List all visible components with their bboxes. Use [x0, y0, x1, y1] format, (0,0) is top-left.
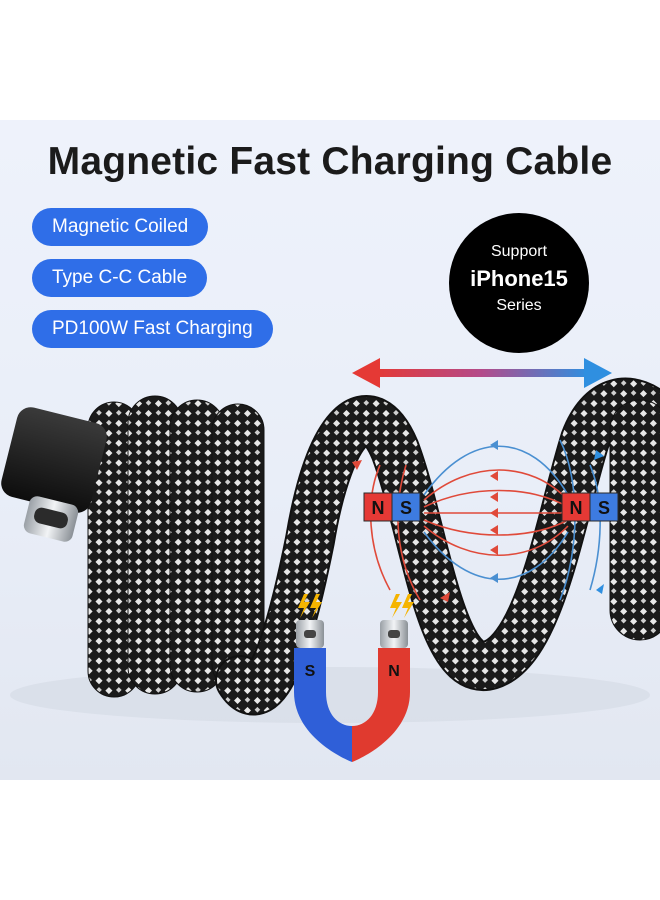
product-image: N S N S S N: [0, 120, 660, 780]
usb-c-plug-icon: [1, 407, 107, 542]
feature-pill-fast-charging: PD100W Fast Charging: [32, 310, 273, 348]
magnetic-field-lines: [352, 439, 604, 602]
feature-pill-magnetic-coiled: Magnetic Coiled: [32, 208, 209, 246]
headline-title: Magnetic Fast Charging Cable: [47, 140, 613, 183]
horseshoe-south-label: S: [305, 663, 316, 680]
feature-pill-type-c-cable: Type C-C Cable: [32, 259, 208, 297]
iphone-support-badge: Support iPhone15 Series: [449, 213, 589, 353]
magnet-block-right: N S: [561, 492, 619, 522]
cable-illustration: N S N S S N: [1, 358, 660, 762]
horseshoe-north-label: N: [388, 663, 400, 680]
double-arrow-icon: [352, 358, 612, 388]
horseshoe-magnet-icon: S N: [294, 620, 410, 762]
lightning-icon: [298, 594, 414, 618]
magnet-north-label: N: [570, 498, 583, 518]
badge-line-support: Support: [490, 243, 548, 260]
magnet-south-label: S: [598, 498, 610, 518]
badge-line-iphone: iPhone15: [470, 266, 568, 291]
magnet-north-label: N: [372, 498, 385, 518]
magnet-block-left: N S: [363, 492, 421, 522]
magnet-south-label: S: [400, 498, 412, 518]
badge-line-series: Series: [496, 297, 542, 314]
coiled-cable: [87, 377, 660, 716]
